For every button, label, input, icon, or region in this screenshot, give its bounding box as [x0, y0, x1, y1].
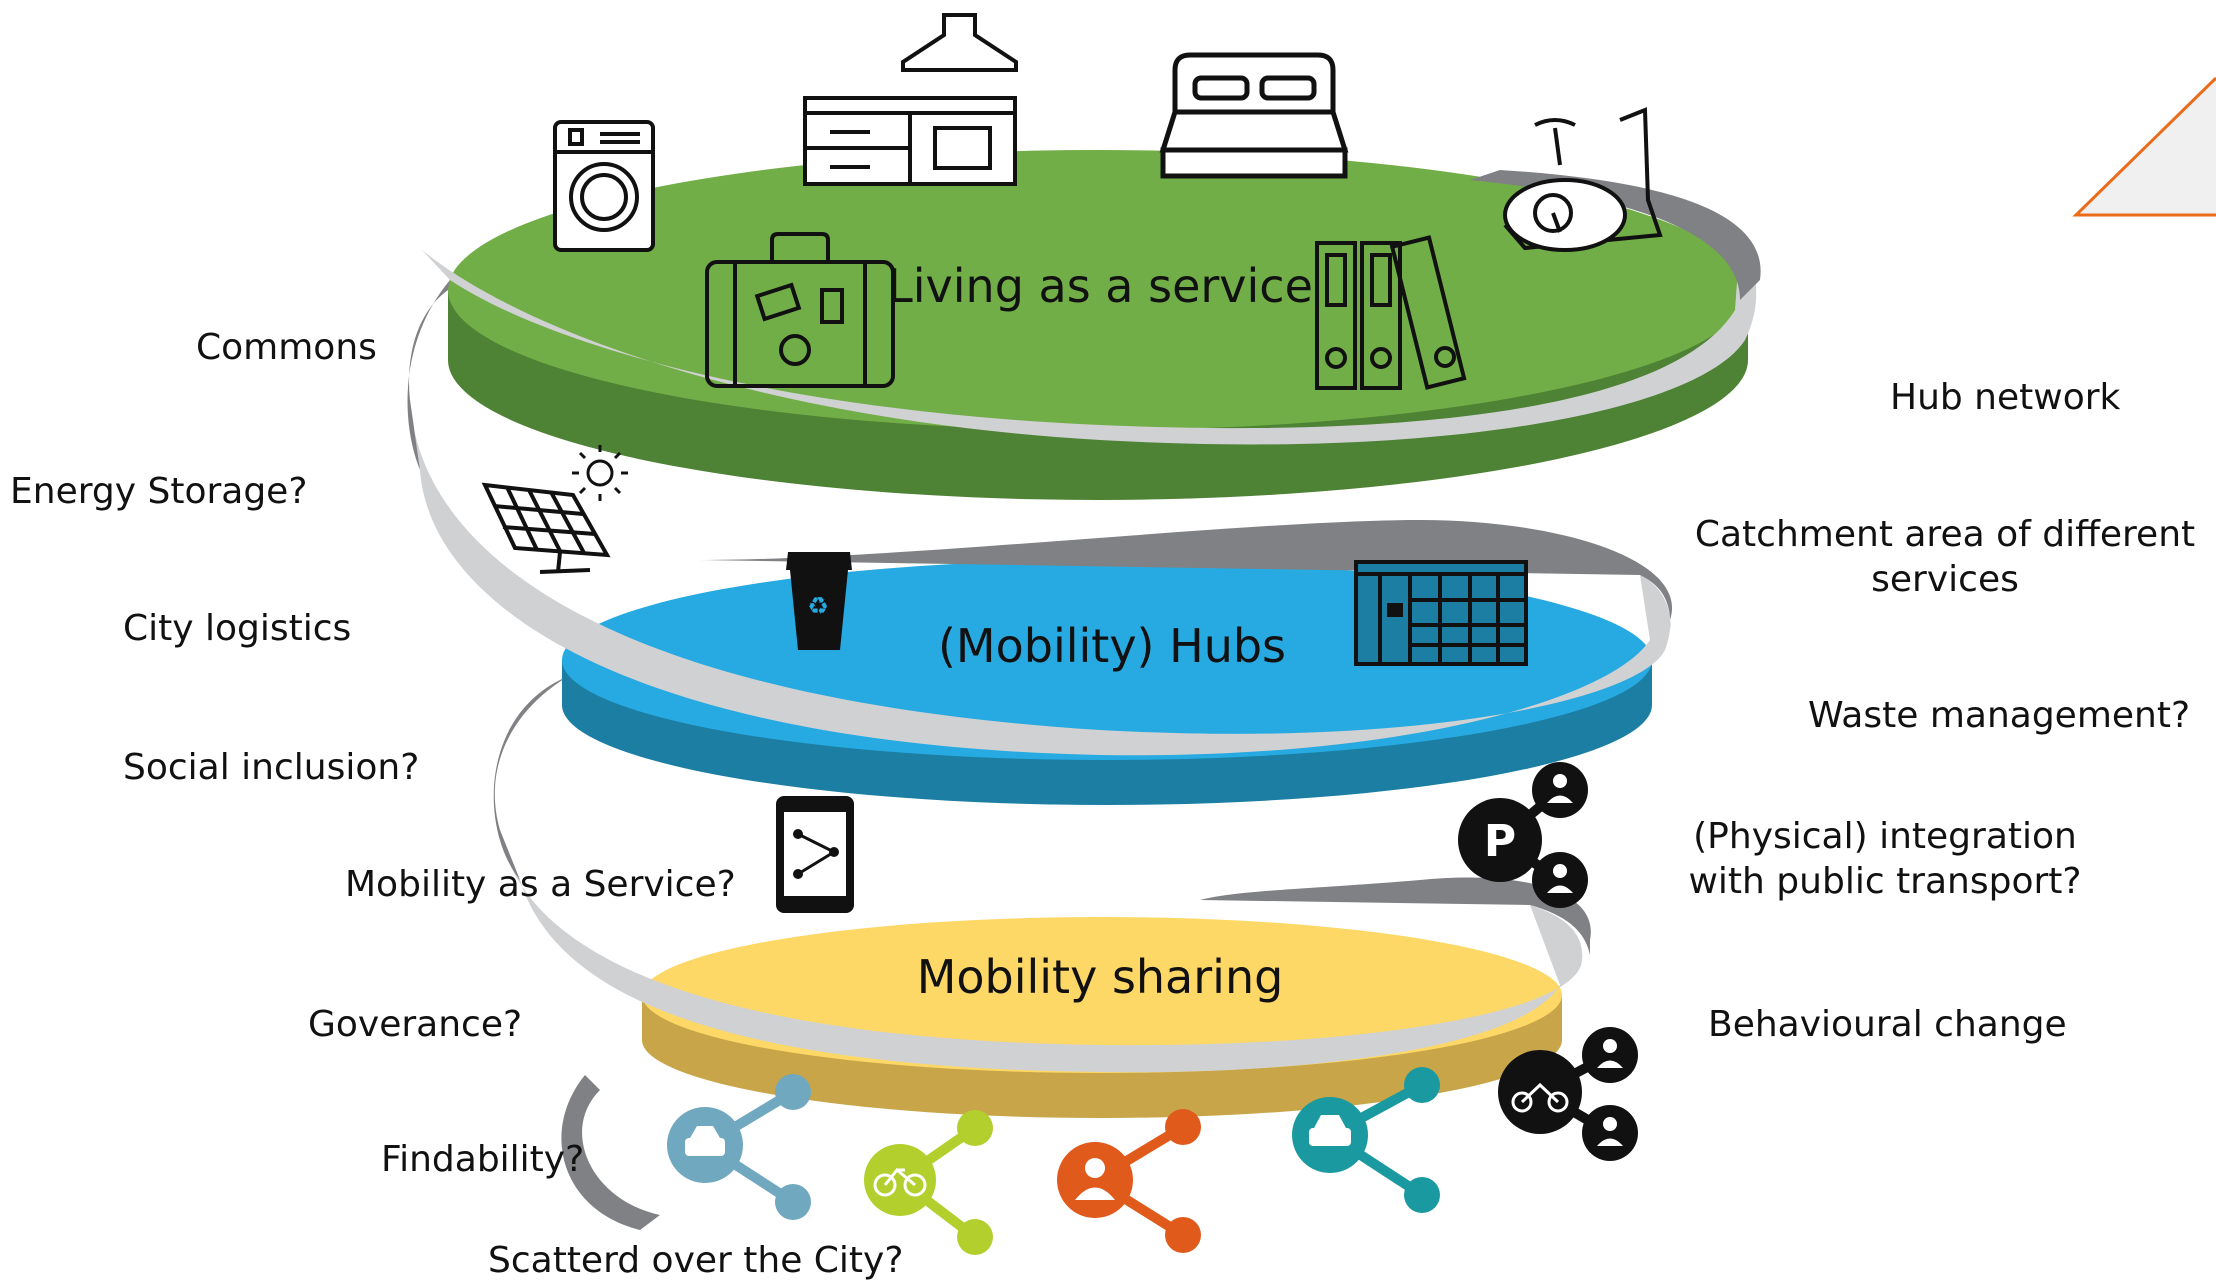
bike-share-icon — [864, 1110, 993, 1255]
suitcase-icon — [705, 232, 895, 388]
label-governance: Goverance? — [308, 1004, 523, 1045]
recycle-bin-icon: ♻ — [786, 552, 852, 650]
label-behavioural-change: Behavioural change — [1708, 1004, 2067, 1045]
label-catchment-line2: services — [1871, 559, 2019, 600]
svg-text:♻: ♻ — [807, 592, 829, 620]
label-integration-line1: (Physical) integration — [1693, 816, 2077, 857]
ribbon-top-left-dark — [407, 280, 450, 470]
label-integration-line2: with public transport? — [1688, 861, 2082, 902]
exercise-bike-icon — [1503, 107, 1663, 252]
living-disc — [448, 150, 1748, 500]
label-mobility-as-a-service: Mobility as a Service? — [345, 864, 736, 905]
label-commons: Commons — [196, 327, 377, 368]
label-waste-management: Waste management? — [1808, 695, 2191, 736]
label-physical-integration: (Physical) integration with public trans… — [1665, 814, 2105, 904]
kitchen-icon — [803, 13, 1018, 186]
sun-icon — [572, 445, 628, 501]
driver-share-icon — [1057, 1109, 1201, 1253]
parking-share-icon: P — [1458, 762, 1588, 908]
label-catchment-line1: Catchment area of different — [1694, 514, 2196, 555]
ribbon-bottom-dark — [1200, 877, 1591, 955]
carpool-share-icon — [667, 1074, 811, 1220]
car-share-icon — [1292, 1067, 1440, 1213]
corner-triangle — [2072, 76, 2216, 217]
label-social-inclusion: Social inclusion? — [123, 747, 420, 788]
phone-share-icon — [776, 796, 854, 913]
layer-title-middle: (Mobility) Hubs — [938, 619, 1286, 673]
svg-text:P: P — [1484, 816, 1516, 867]
ribbon-back-bottom — [561, 1075, 660, 1230]
solar-panel-icon — [481, 482, 611, 574]
moped-share-icon — [1498, 1027, 1638, 1161]
label-city-logistics: City logistics — [123, 608, 352, 649]
label-findability: Findability? — [381, 1139, 585, 1180]
label-energy-storage: Energy Storage? — [10, 471, 308, 512]
parcel-locker-icon — [1354, 560, 1528, 666]
ribbon-top-dark — [1470, 170, 1761, 300]
layer-title-top: Living as a service — [887, 259, 1313, 313]
label-catchment-area: Catchment area of different services — [1680, 512, 2210, 602]
layer-title-bottom: Mobility sharing — [917, 950, 1284, 1004]
ribbon-middle-dark — [700, 520, 1673, 630]
washing-machine-icon — [553, 120, 655, 252]
bed-icon — [1159, 52, 1349, 179]
label-hub-network: Hub network — [1890, 377, 2121, 418]
label-scattered: Scatterd over the City? — [488, 1240, 904, 1281]
ribbon-mid-dark — [493, 670, 580, 880]
binders-icon — [1315, 235, 1467, 390]
